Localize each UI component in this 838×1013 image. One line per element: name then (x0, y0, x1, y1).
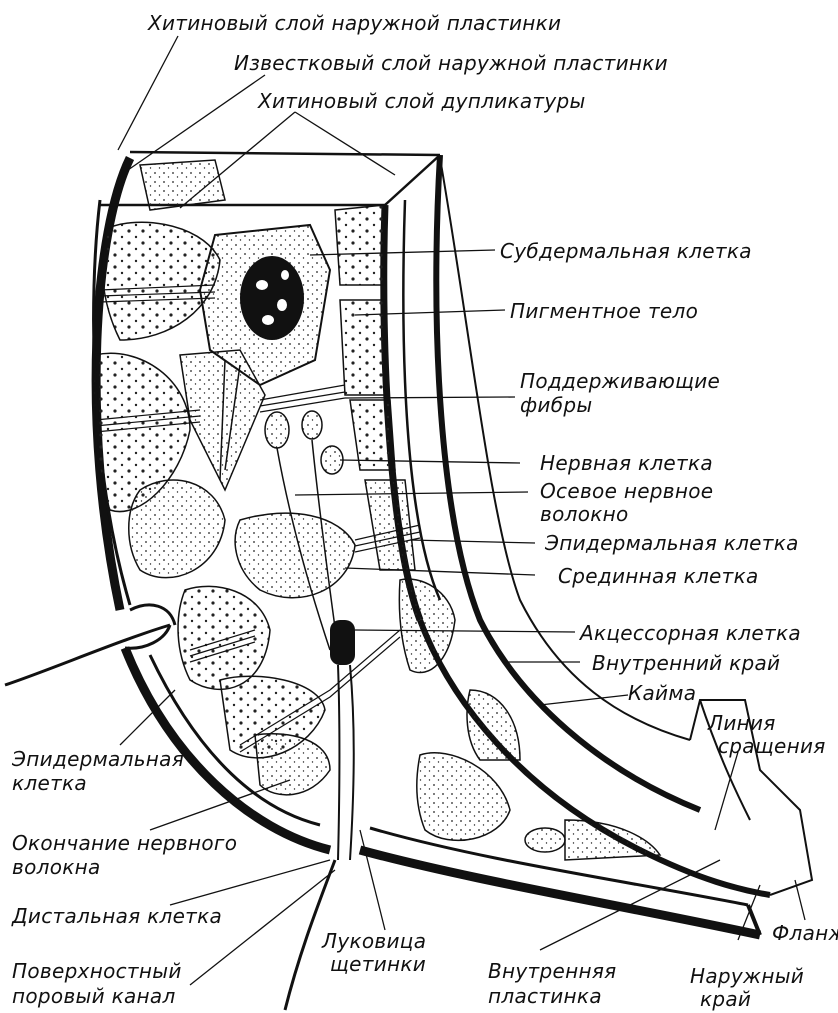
label-fusion-line-1: Линия (708, 712, 776, 734)
label-calcareous-outer-layer: Известковый слой наружной пластинки (234, 52, 668, 74)
pore-canal (5, 605, 175, 685)
label-outer-edge-1: Наружный (690, 965, 804, 987)
label-flange: Фланж (772, 922, 838, 944)
label-outer-edge-2: край (700, 988, 751, 1010)
label-support-fibers-2: фибры (520, 394, 592, 416)
label-bristle-bulb-1: Луковица (322, 930, 426, 952)
label-chitin-duplicature: Хитиновый слой дупликатуры (258, 90, 586, 112)
label-fusion-line-2: сращения (718, 735, 826, 757)
label-axial-fiber-2: волокно (540, 503, 629, 525)
label-bristle-bulb-2: щетинки (330, 953, 426, 975)
label-inner-plate-2: пластинка (488, 985, 602, 1007)
label-pore-canal-1: Поверхностный (12, 960, 182, 982)
label-axial-fiber-1: Осевое нервное (540, 480, 713, 502)
label-pigment-body: Пигментное тело (510, 300, 698, 322)
pigment-body (240, 256, 304, 340)
label-border: Кайма (628, 682, 696, 704)
label-chitin-outer-layer: Хитиновый слой наружной пластинки (148, 12, 561, 34)
label-nerve-ending-1: Окончание нервного (12, 832, 237, 854)
label-epidermal-cell-left-2: клетка (12, 772, 87, 794)
label-accessory-cell: Акцессорная клетка (580, 622, 801, 644)
label-distal-cell: Дистальная клетка (12, 905, 222, 927)
label-inner-edge: Внутренний край (592, 652, 780, 674)
label-epidermal-cell-right: Эпидермальная клетка (545, 532, 799, 554)
label-pore-canal-2: поровый канал (12, 985, 176, 1007)
bristle-bulb (330, 620, 355, 665)
label-inner-plate-1: Внутренняя (488, 960, 617, 982)
label-median-cell: Срединная клетка (558, 565, 759, 587)
label-subdermal-cell: Субдермальная клетка (500, 240, 752, 262)
label-support-fibers-1: Поддерживающие (520, 370, 720, 392)
label-nerve-cell: Нервная клетка (540, 452, 713, 474)
label-nerve-ending-2: волокна (12, 856, 101, 878)
label-epidermal-cell-left-1: Эпидермальная (12, 748, 184, 770)
